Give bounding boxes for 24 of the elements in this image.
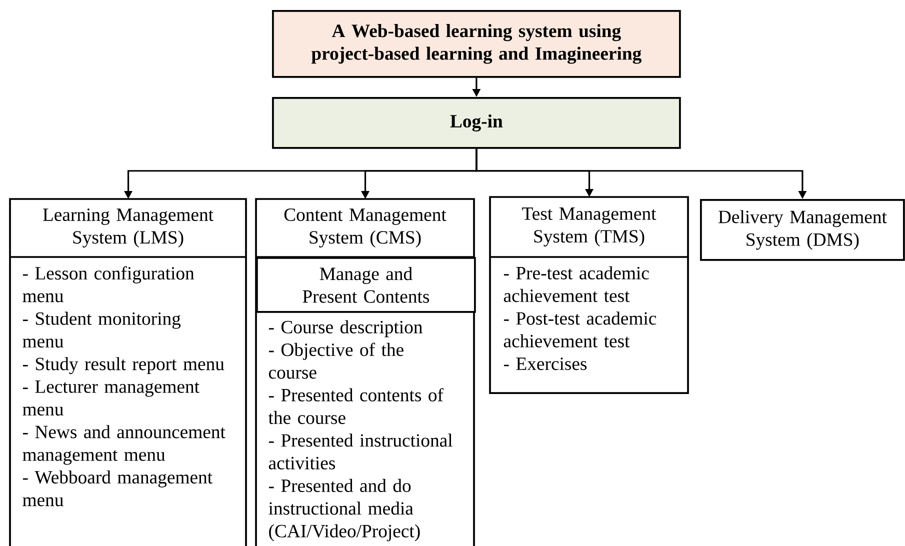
system-column xyxy=(9,198,247,546)
system-column xyxy=(255,198,475,546)
menu-item: - Pre-test academic achievement test xyxy=(504,266,649,302)
system-box: Delivery Management System (DMS) xyxy=(700,199,905,261)
menu-item: - Presented instructional activities xyxy=(268,434,452,470)
login-box: Log-in xyxy=(272,97,681,149)
title-box: A Web-based learning system using project-based learning and Imagineering xyxy=(272,10,681,78)
column-heading: Content Management System (CMS) xyxy=(284,208,446,248)
menu-item: - Student monitoring menu xyxy=(22,312,181,348)
menu-item: - Course description xyxy=(268,320,422,338)
menu-item: - Study result report menu xyxy=(22,357,224,374)
system-column xyxy=(489,196,689,394)
menu-item: - News and announcement management menu xyxy=(22,425,226,465)
menu-item: - Lesson configuration menu xyxy=(22,266,194,302)
menu-item: - Post-test academic achievement test xyxy=(504,312,656,348)
menu-item: - Webboard management menu xyxy=(22,470,212,506)
menu-item: - Exercises xyxy=(504,358,587,370)
menu-item: - Presented and do instructional media (CAI/Video/Project) xyxy=(268,478,420,542)
menu-item: - Presented contents of the course xyxy=(268,388,444,424)
column-heading: Learning Management System (LMS) xyxy=(43,208,214,248)
menu-item: - Lecturer management menu xyxy=(22,380,200,416)
menu-item: - Objective of the course xyxy=(268,342,404,379)
submodule-box: Manage and Present Contents xyxy=(256,257,476,313)
column-heading: Test Management System (TMS) xyxy=(522,208,656,246)
